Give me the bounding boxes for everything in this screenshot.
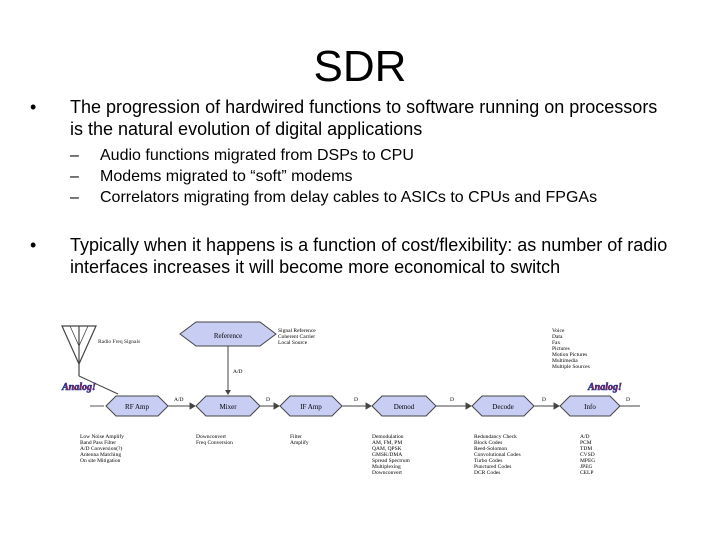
mixer-label: Mixer bbox=[219, 403, 237, 411]
bullet-text: The progression of hardwired functions t… bbox=[70, 97, 658, 139]
demod-label: Demod bbox=[394, 403, 415, 411]
note-line: Multiplexing bbox=[372, 464, 401, 470]
bullet-dot: • bbox=[30, 235, 37, 255]
info-output: Data bbox=[552, 334, 563, 340]
demod-notes: Demodulation AM, FM, PM QAM, QPSK GMSK/D… bbox=[372, 434, 410, 476]
if-amp-box: IF Amp bbox=[279, 395, 343, 417]
sub-bullet-text: Modems migrated to “soft” modems bbox=[100, 168, 353, 185]
link-label: D bbox=[626, 397, 630, 403]
rf-amp-notes: Low Noise Amplify Band Pass Filter A/D C… bbox=[80, 433, 124, 464]
bullet-dot: • bbox=[30, 97, 37, 117]
link-label: D bbox=[354, 397, 358, 403]
reference-note: Coherent Carrier bbox=[278, 334, 315, 340]
reference-note: Signal Reference bbox=[278, 327, 316, 334]
info-output: Multiple Sources bbox=[552, 364, 590, 370]
rf-amp-box: RF Amp bbox=[105, 395, 169, 417]
info-box: Info bbox=[559, 395, 621, 417]
sub-bullet-dash: – bbox=[70, 168, 79, 185]
note-line: Amplify bbox=[290, 439, 309, 446]
note-line: A/D bbox=[580, 434, 590, 440]
sub-bullet-dash: – bbox=[70, 189, 79, 206]
antenna-label: Radio Freq Signals bbox=[98, 339, 140, 345]
note-line: Demodulation bbox=[372, 434, 404, 440]
sub-bullet-dash: – bbox=[70, 147, 79, 164]
note-line: DCR Codes bbox=[474, 470, 500, 476]
note-line: Spread Spectrum bbox=[372, 458, 410, 464]
info-output: Pictures bbox=[552, 346, 570, 352]
info-label: Info bbox=[584, 403, 596, 411]
sdr-block-diagram: Radio Freq Signals Analog! Analog! Refer… bbox=[61, 321, 640, 476]
note-line: PCM bbox=[580, 440, 592, 446]
antenna-icon bbox=[61, 325, 119, 395]
info-output: Multimedia bbox=[552, 358, 578, 364]
link-label: A/D bbox=[174, 397, 184, 403]
note-line: On site Mitigation bbox=[80, 458, 121, 464]
note-line: Freq Conversion bbox=[196, 440, 233, 446]
reference-note: Local Source bbox=[278, 340, 308, 346]
reference-box bbox=[179, 321, 277, 347]
note-line: Punctured Codes bbox=[474, 464, 511, 470]
reference-label: Reference bbox=[214, 332, 242, 340]
note-line: GMSK/DMA bbox=[372, 452, 402, 458]
note-line: TDM bbox=[580, 446, 592, 452]
analog-left-label: Analog! bbox=[61, 382, 96, 393]
note-line: A/D Conversion(?) bbox=[80, 445, 122, 452]
demod-box: Demod bbox=[371, 395, 437, 417]
bullet-text: Typically when it happens is a function … bbox=[70, 235, 668, 277]
note-line: JPEG bbox=[580, 464, 593, 470]
slide-title: SDR bbox=[313, 42, 407, 91]
note-line: MPEG bbox=[580, 458, 595, 464]
if-amp-label: IF Amp bbox=[300, 403, 322, 411]
decode-box: Decode bbox=[471, 395, 535, 417]
note-line: Downconvert bbox=[372, 470, 402, 476]
note-line: Downconvert bbox=[196, 434, 226, 440]
rf-amp-label: RF Amp bbox=[125, 403, 149, 411]
note-line: Band Pass Filter bbox=[80, 440, 116, 446]
note-line: Block Codes bbox=[474, 440, 502, 446]
note-line: CVSD bbox=[580, 452, 595, 458]
if-amp-notes: Filter Amplify bbox=[290, 434, 309, 446]
sub-bullet-text: Audio functions migrated from DSPs to CP… bbox=[100, 147, 414, 164]
info-output: Fax bbox=[552, 340, 561, 346]
decode-notes: Redundancy Check Block Codes Reed-Solomo… bbox=[474, 434, 521, 476]
note-line: Reed-Solomon bbox=[474, 446, 507, 452]
note-line: AM, FM, PM bbox=[372, 440, 402, 446]
info-output: Motion Pictures bbox=[552, 352, 587, 358]
note-line: QAM, QPSK bbox=[372, 446, 402, 452]
ad-label: A/D bbox=[233, 369, 243, 375]
mixer-notes: Downconvert Freq Conversion bbox=[196, 434, 233, 446]
note-line: Filter bbox=[290, 434, 302, 440]
analog-right-label: Analog! bbox=[587, 382, 622, 393]
note-line: Turbo Codes bbox=[474, 458, 502, 464]
info-notes: A/D PCM TDM CVSD MPEG JPEG CELP bbox=[580, 434, 595, 476]
info-outputs: Voice Data Fax Pictures Motion Pictures … bbox=[552, 328, 590, 370]
link-label: D bbox=[266, 397, 270, 403]
note-line: CELP bbox=[580, 470, 593, 476]
note-line: Redundancy Check bbox=[474, 434, 517, 440]
note-line: Antenna Matching bbox=[80, 452, 121, 458]
sub-bullet-text: Correlators migrating from delay cables … bbox=[100, 189, 598, 206]
note-line: Convolutional Codes bbox=[474, 452, 521, 458]
mixer-box: Mixer bbox=[195, 395, 261, 417]
link-label: D bbox=[542, 397, 546, 403]
link-label: D bbox=[450, 397, 454, 403]
info-output: Voice bbox=[552, 328, 565, 334]
decode-label: Decode bbox=[492, 403, 513, 411]
note-line: Low Noise Amplify bbox=[80, 433, 124, 440]
